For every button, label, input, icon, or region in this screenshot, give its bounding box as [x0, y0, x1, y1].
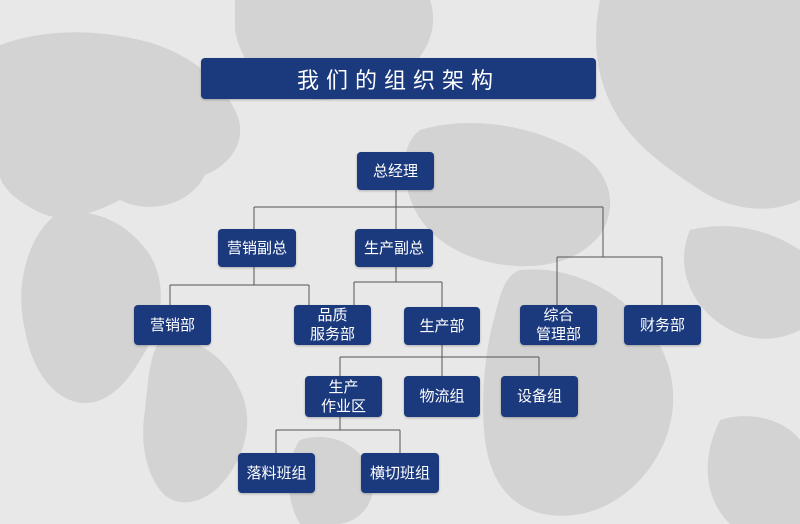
page-title: 我们的组织架构: [201, 58, 596, 99]
node-label-line: 物流组: [419, 387, 465, 405]
land-shape: [404, 122, 611, 267]
node-crosscut-team: 横切班组: [361, 453, 439, 493]
node-label-line: 生产: [328, 377, 359, 396]
node-general-manager: 总经理: [357, 152, 434, 190]
node-label-line: 生产副总: [363, 238, 424, 257]
node-production-dept: 生产部: [404, 307, 480, 345]
node-sales-dept: 营销部: [134, 305, 211, 345]
land-shape: [707, 416, 800, 524]
land-shape: [684, 226, 800, 339]
node-equipment-group: 设备组: [501, 376, 578, 417]
node-vp-production: 生产副总: [355, 229, 433, 267]
node-label-line: 生产部: [419, 316, 465, 335]
land-shape: [143, 339, 248, 503]
node-label-line: 横切班组: [369, 463, 430, 482]
land-shape: [21, 212, 161, 404]
node-material-cutting-team: 落料班组: [238, 453, 315, 493]
node-finance-dept: 财务部: [624, 305, 701, 345]
node-logistics-group: 物流组: [404, 376, 480, 417]
node-vp-sales: 营销副总: [218, 229, 296, 267]
node-general-management-dept: 综合管理部: [520, 305, 597, 345]
node-label-line: 财务部: [639, 315, 685, 334]
node-label-line: 营销副总: [226, 238, 287, 257]
node-label-line: 作业区: [320, 396, 366, 415]
node-label-line: 管理部: [535, 325, 581, 343]
node-label-line: 综合: [543, 306, 574, 324]
node-label-line: 服务部: [309, 325, 355, 343]
node-production-zone: 生产作业区: [305, 376, 382, 417]
node-label-line: 总经理: [372, 161, 418, 180]
node-label-line: 营销部: [149, 315, 195, 334]
node-quality-service-dept: 品质服务部: [294, 305, 371, 345]
node-label-line: 设备组: [516, 387, 562, 405]
node-label-line: 落料班组: [246, 463, 307, 482]
node-label-line: 品质: [317, 306, 348, 324]
land-shape: [0, 32, 241, 218]
land-shape: [596, 0, 800, 209]
